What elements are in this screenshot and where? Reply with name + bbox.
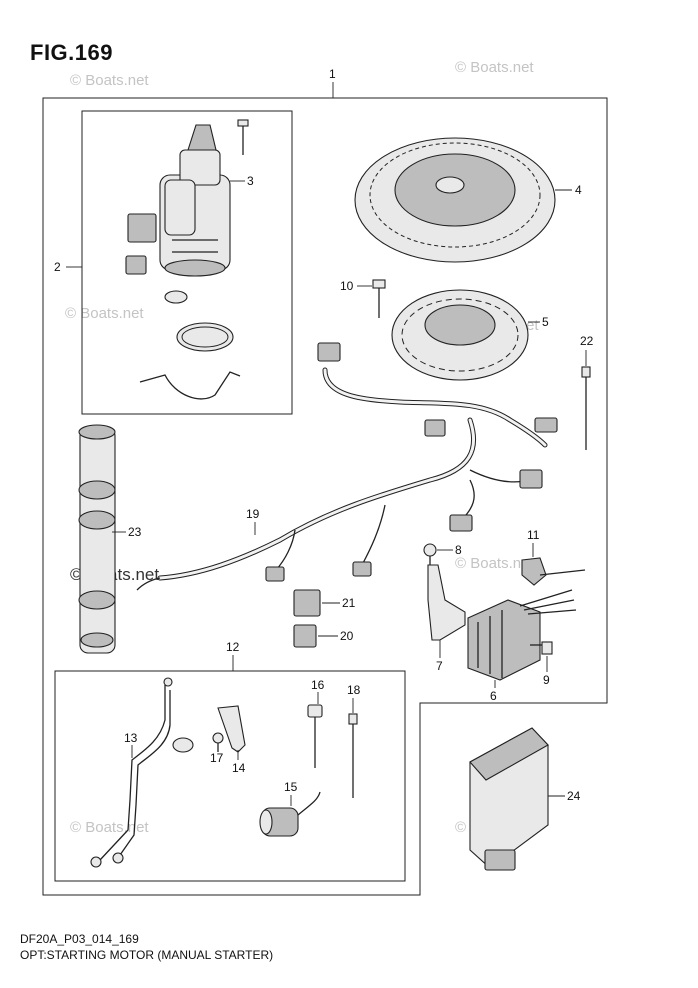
callout-10: 10	[340, 279, 354, 293]
starter-motor	[159, 124, 231, 277]
regulator-bolt	[530, 641, 553, 655]
callout-19: 19	[246, 507, 260, 521]
callout-22: 22	[580, 334, 594, 348]
callout-18: 18	[347, 683, 361, 697]
model-code: DF20A_P03_014_169	[20, 932, 139, 946]
terminal-wire	[539, 569, 586, 576]
cable-clamp	[307, 704, 323, 768]
bolt	[237, 119, 249, 155]
fuse-holder	[259, 791, 321, 837]
screw	[423, 543, 437, 566]
harness-subassembly-frame	[54, 670, 406, 882]
callout-11: 11	[527, 528, 540, 542]
callout-23: 23	[128, 525, 142, 539]
callout-15: 15	[284, 780, 298, 794]
harness-connector	[352, 561, 372, 577]
camshaft	[78, 424, 116, 654]
assembly-frame	[42, 97, 608, 896]
harness-connector	[265, 566, 285, 582]
stator	[391, 289, 529, 381]
callout-21: 21	[342, 596, 356, 610]
callout-13: 13	[124, 731, 138, 745]
stator-bolt	[372, 279, 386, 318]
callout-12: 12	[226, 640, 240, 654]
callout-4: 4	[575, 183, 582, 197]
callout-20: 20	[340, 629, 354, 643]
terminal-cap	[521, 557, 547, 586]
watermark-text: © Boats.net	[455, 555, 534, 572]
harness-connector	[519, 469, 543, 489]
callout-6: 6	[490, 689, 497, 703]
grommet	[164, 290, 188, 304]
callout-24: 24	[567, 789, 581, 803]
band-ring-inner	[181, 326, 229, 348]
figure-title: FIG.169	[30, 40, 113, 65]
callout-3: 3	[247, 174, 254, 188]
relay	[293, 589, 321, 617]
battery-cable	[90, 677, 194, 868]
callout-14: 14	[232, 761, 246, 775]
callout-5: 5	[542, 315, 549, 329]
band-ring	[176, 322, 234, 352]
small-relay	[125, 255, 147, 275]
harness-connector	[449, 514, 473, 532]
cable-bracket	[217, 705, 246, 753]
engine-control-unit	[469, 727, 549, 871]
callout-2: 2	[54, 260, 61, 274]
watermark-text: © Boats.net	[70, 72, 149, 89]
cable-tie	[581, 366, 591, 450]
relay	[293, 624, 317, 648]
callout-17: 17	[210, 751, 224, 765]
watermark-text: © Boats.net	[65, 305, 144, 322]
harness-connector	[317, 342, 341, 362]
watermark-text: © Boats.net	[455, 59, 534, 76]
harness-connector	[534, 417, 558, 433]
callout-8: 8	[455, 543, 462, 557]
callout-9: 9	[543, 673, 550, 687]
watermark-text: © Boats.net	[70, 819, 149, 836]
callout-16: 16	[311, 678, 325, 692]
starter-subassembly-frame	[81, 110, 293, 415]
relay-block	[127, 213, 157, 243]
harness-connector	[424, 419, 446, 437]
flywheel	[354, 137, 556, 263]
bracket-strap	[139, 371, 241, 400]
callout-1: 1	[329, 67, 336, 81]
bracket-screw	[212, 732, 224, 752]
regulator-bracket	[427, 564, 466, 641]
figure-caption: OPT:STARTING MOTOR (MANUAL STARTER)	[20, 948, 274, 962]
callout-7: 7	[436, 659, 443, 673]
rectifier-regulator	[467, 589, 577, 681]
cable-tie-small	[348, 713, 358, 798]
